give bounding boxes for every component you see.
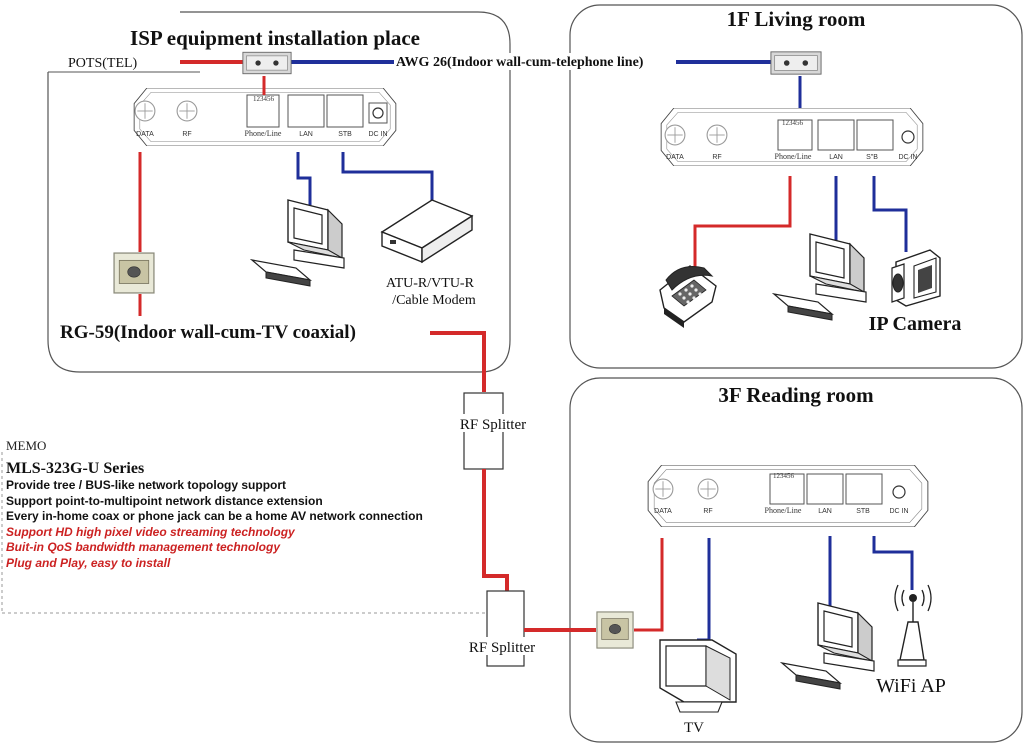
memo-highlight-2: Buit-in QoS bandwidth management technol…: [6, 540, 281, 554]
memo-feature-3: Every in-home coax or phone jack can be …: [6, 509, 423, 523]
reading-stb-label: STB: [856, 508, 870, 515]
data-port-icon: [134, 100, 156, 122]
memo-highlight-3: Plug and Play, easy to install: [6, 555, 171, 570]
living-room-box: [569, 4, 1023, 369]
awg26-label: AWG 26(Indoor wall-cum-telephone line): [396, 55, 644, 70]
living-stb-label: S"B: [866, 154, 878, 161]
living-pins-label: 123456: [782, 119, 804, 127]
splitter1-label-bg: [452, 414, 534, 432]
living-phone-cable: [693, 176, 792, 270]
living-dcin-label: DC IN: [898, 154, 917, 161]
living-phone-label: Phone/Line: [775, 152, 812, 161]
rf-port-icon: [697, 478, 719, 500]
splitter2-label: RF Splitter: [469, 640, 535, 656]
reading-room-box: [569, 377, 1023, 743]
isp-modem: 123456 DATA RF Phone/Line LAN STB DC IN: [133, 88, 397, 146]
data-port-icon: [664, 124, 686, 146]
modem-label-line1: ATU-R/VTU-R: [386, 276, 475, 291]
reading-lan-label: LAN: [818, 508, 832, 515]
rf-port-icon: [176, 100, 198, 122]
reading-tv-cable: [697, 538, 711, 642]
modem-label-line2: /Cable Modem: [392, 293, 476, 308]
living-phone-wall-jack: [770, 51, 822, 75]
living-computer-icon: [773, 233, 867, 321]
isp-tv-wallplate: [113, 252, 155, 294]
isp-room-box: [47, 11, 511, 373]
living-room-title: 1F Living room: [727, 7, 866, 31]
rg59-cable: [430, 331, 486, 392]
reading-stb-cable: [872, 536, 914, 590]
memo-heading: MEMO: [6, 438, 47, 453]
reading-tv-wallplate: [596, 611, 634, 649]
memo-product-title: MLS-323G-U Series: [6, 460, 145, 477]
isp-computer-icon: [251, 199, 345, 287]
reading-computer-icon: [781, 602, 875, 690]
living-lan-label: LAN: [829, 154, 843, 161]
reading-coax-to-modem: [634, 538, 664, 632]
reading-rf-label: RF: [703, 508, 712, 515]
isp-stb-label: STB: [338, 131, 352, 138]
wifi-ap-icon: [894, 584, 932, 667]
rg59-label: RG-59(Indoor wall-cum-TV coaxial): [60, 322, 356, 343]
memo-feature-1: Provide tree / BUS-like network topology…: [6, 478, 287, 492]
reading-room-title: 3F Reading room: [718, 383, 874, 407]
isp-lan-label: LAN: [299, 131, 313, 138]
living-rf-label: RF: [712, 154, 721, 161]
splitter-link-cable: [482, 469, 509, 591]
cable-modem-icon: [380, 199, 474, 264]
isp-dcin-label: DC IN: [368, 131, 387, 138]
telephone-icon: [659, 265, 717, 328]
memo-panel: MEMO MLS-323G-U Series Provide tree / BU…: [6, 438, 476, 571]
splitter2-label-bg: [458, 637, 544, 655]
reading-phone-label: Phone/Line: [765, 506, 802, 515]
reading-dcin-label: DC IN: [889, 508, 908, 515]
awg26-label-bg: [394, 53, 676, 70]
memo-highlight-1: Support HD high pixel video streaming te…: [6, 524, 295, 539]
tv-icon: [659, 639, 737, 713]
pots-label: POTS(TEL): [68, 56, 138, 71]
ip-camera-icon: [891, 249, 941, 307]
living-stb-cable: [872, 176, 908, 252]
isp-data-label: DATA: [136, 131, 154, 138]
splitter1-label: RF Splitter: [460, 417, 526, 433]
data-port-icon: [652, 478, 674, 500]
ip-camera-label: IP Camera: [869, 313, 962, 335]
isp-stb-cable: [341, 152, 434, 205]
living-data-label: DATA: [666, 154, 684, 161]
isp-room-title: ISP equipment installation place: [130, 26, 420, 50]
tv-label: TV: [684, 720, 704, 736]
reading-pins-label: 123456: [773, 472, 795, 480]
wifi-ap-label: WiFi AP: [876, 675, 946, 697]
reading-modem: 123456 DATA RF Phone/Line LAN STB DC IN: [647, 465, 929, 527]
isp-phone-label: Phone/Line: [245, 129, 282, 138]
isp-lan-cable: [296, 152, 312, 215]
memo-feature-2: Support point-to-multipoint network dist…: [6, 493, 323, 508]
isp-pins-label: 123456: [253, 95, 275, 103]
living-modem: 123456 DATA RF Phone/Line LAN S"B DC IN: [660, 108, 924, 166]
isp-rf-label: RF: [182, 131, 191, 138]
reading-data-label: DATA: [654, 508, 672, 515]
rf-port-icon: [706, 124, 728, 146]
isp-phone-wall-jack: [242, 51, 292, 75]
